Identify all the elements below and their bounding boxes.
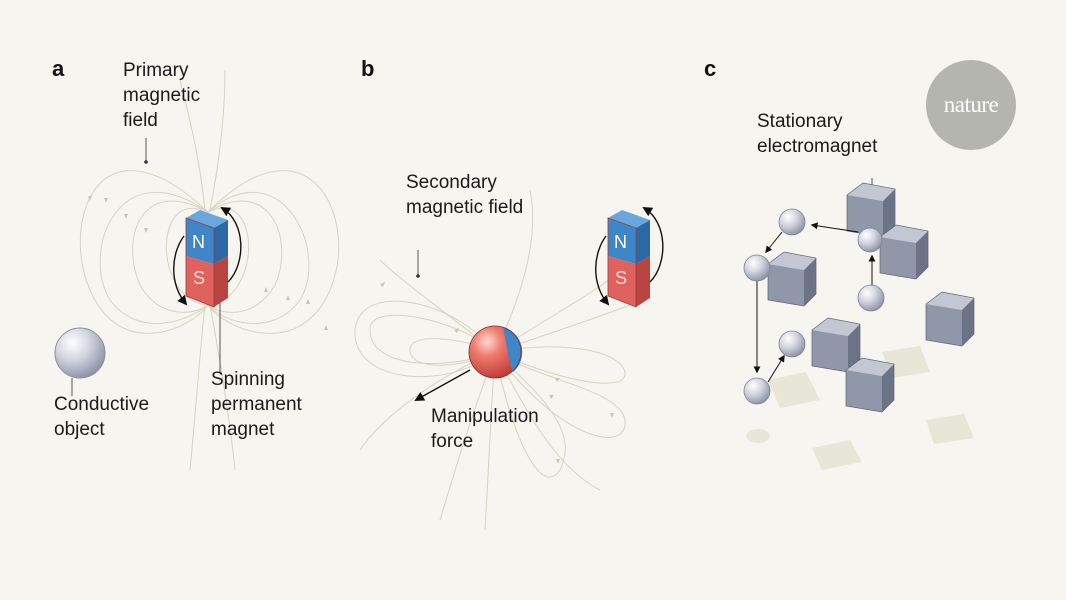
electromagnet-cube: [767, 251, 817, 307]
magnet-a-south-label: S: [193, 268, 206, 288]
magnet-b-north-label: N: [614, 232, 627, 252]
panel-c-motion-arrows: [753, 222, 876, 383]
conductive-object-label: Conductive object: [54, 394, 150, 440]
electromagnet-cube: [811, 317, 861, 373]
panel-c-letter: c: [704, 56, 717, 81]
small-sphere: [743, 254, 771, 282]
small-sphere: [743, 377, 771, 405]
magnet-a-rotation-arrow-left: [173, 235, 188, 306]
manipulation-force-label: Manipulation force: [431, 406, 539, 452]
panel-b-letter: b: [361, 56, 375, 81]
magnet-a: [185, 210, 228, 308]
small-sphere: [857, 284, 885, 312]
secondary-field-leader-dot: [416, 274, 420, 278]
magnet-a-rotation-arrow-right: [220, 207, 242, 283]
magnet-b-rotation-arrow-left: [595, 235, 610, 306]
spinning-magnet-label: Spinning permanent magnet: [211, 369, 302, 440]
primary-field-label: Primary magnetic field: [123, 60, 201, 131]
conductive-object-sphere: [54, 327, 106, 379]
magnet-b-south-label: S: [615, 268, 628, 288]
nature-logo: nature: [926, 60, 1016, 150]
panel-a-letter: a: [52, 56, 65, 81]
electromagnet-cube: [879, 224, 929, 280]
induced-sphere: [468, 325, 523, 379]
stationary-electromagnet-label: Stationary electromagnet: [757, 111, 878, 157]
electromagnet-cube: [845, 357, 895, 413]
magnet-b-rotation-arrow-right: [642, 207, 664, 283]
electromagnet-cube: [925, 291, 975, 347]
magnet-b: [607, 210, 650, 308]
small-sphere: [857, 227, 883, 253]
magnet-a-north-label: N: [192, 232, 205, 252]
panel-a-field-arrows: [88, 196, 328, 330]
electromagnet-cube: [846, 182, 896, 238]
panel-c-spheres: [743, 208, 885, 405]
panel-b-field-arrows: [380, 282, 614, 464]
panel-a-field-lines: [79, 69, 340, 471]
primary-field-leader-dot: [144, 160, 148, 164]
secondary-field-label: Secondary magnetic field: [406, 172, 524, 218]
electromagnet-cubes: [767, 182, 975, 413]
nature-logo-text: nature: [943, 92, 999, 117]
small-sphere: [778, 208, 806, 236]
small-sphere: [778, 330, 806, 358]
manipulation-force-arrow: [414, 369, 471, 401]
